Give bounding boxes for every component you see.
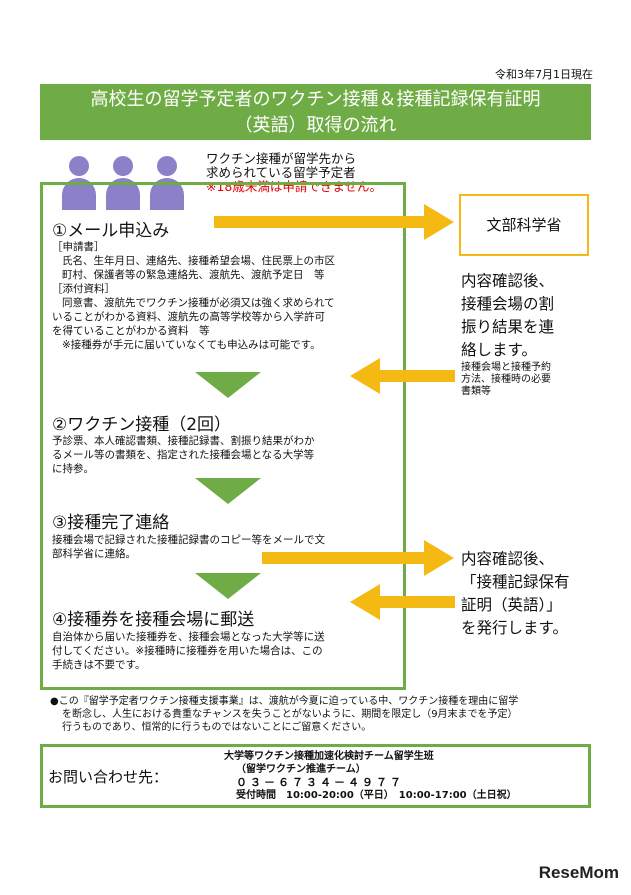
step1-details: ［申請書］ 氏名、生年月日、連絡先、接種希望会場、住民票上の市区 町村、保護者等… <box>52 241 335 351</box>
mext-box: 文部科学省 <box>459 194 589 256</box>
down-arrow-icon <box>195 478 261 504</box>
step2-details: 予診票、本人確認書類、接種記録書、割振り結果がわか るメール等の書類を、指定され… <box>52 435 315 475</box>
down-arrow-icon <box>195 573 261 599</box>
arrow-left-icon <box>350 584 455 620</box>
step3-title: ③接種完了連絡 <box>52 513 170 533</box>
response1-text: 内容確認後、 接種会場の割 振り結果を連 絡します。 <box>461 272 555 359</box>
watermark-logo: ReseMom <box>538 863 619 882</box>
step3-details: 接種会場で記録された接種記録書のコピー等をメールで文 部科学省に連絡。 <box>52 534 325 560</box>
title-line-2: （英語）取得の流れ <box>234 115 397 136</box>
arrow-right-icon <box>262 540 454 576</box>
contact-box <box>40 744 591 808</box>
reception-hours: 受付時間 10:00-20:00（平日） 10:00-17:00（土日祝） <box>236 790 517 801</box>
arrow-left-icon <box>350 358 455 394</box>
date-label: 令和3年7月1日現在 <box>495 68 593 81</box>
page-title: 高校生の留学予定者のワクチン接種＆接種記録保有証明 （英語）取得の流れ <box>40 84 591 140</box>
down-arrow-icon <box>195 372 261 398</box>
contact-info: 大学等ワクチン接種加速化検討チーム留学生班 （留学ワクチン推進チーム） ０３－６… <box>224 751 517 801</box>
arrow-right-icon <box>214 204 454 240</box>
step4-title: ④接種券を接種会場に郵送 <box>52 610 255 630</box>
title-line-1: 高校生の留学予定者のワクチン接種＆接種記録保有証明 <box>90 89 541 110</box>
step1-title: ①メール申込み <box>52 221 170 241</box>
response2-text: 内容確認後、 「接種記録保有 証明（英語）」 を発行します。 <box>461 550 570 637</box>
program-note: ●この『留学予定者ワクチン接種支援事業』は、渡航が今夏に迫っている中、ワクチン接… <box>50 696 519 733</box>
phone-number: ０３－６７３４－４９７７ <box>236 776 404 789</box>
step2-title: ②ワクチン接種（2回） <box>52 415 232 435</box>
contact-label: お問い合わせ先： <box>48 768 169 786</box>
flow-box <box>40 182 406 690</box>
step4-details: 自治体から届いた接種券を、接種会場となった大学等に送 付してください。※接種時に… <box>52 631 325 671</box>
response1-subtext: 接種会場と接種予約 方法、接種時の必要 書類等 <box>461 362 551 397</box>
